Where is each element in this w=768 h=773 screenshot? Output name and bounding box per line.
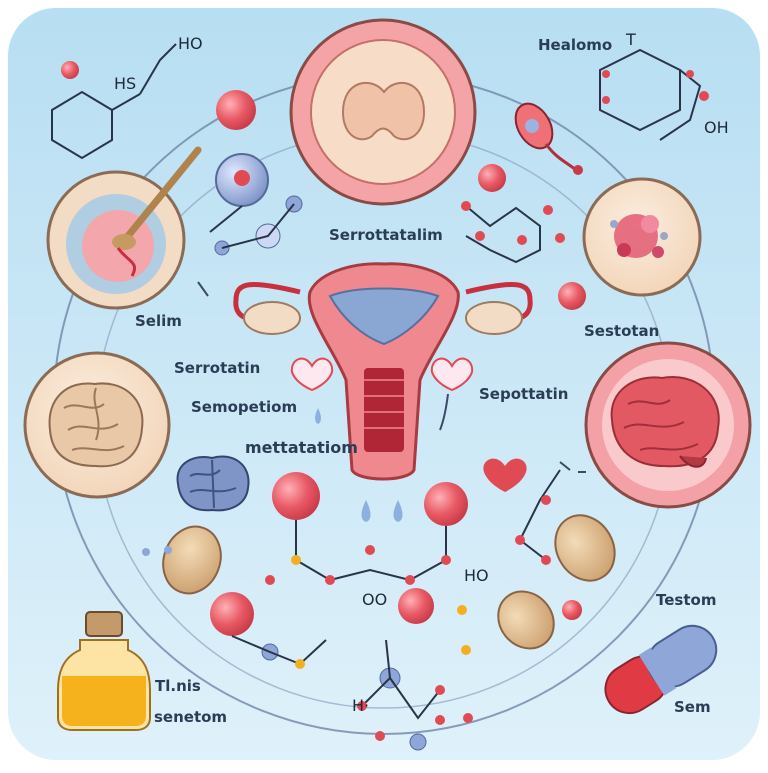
chem-h-bottom: H· bbox=[352, 696, 370, 715]
chem-t-top: T bbox=[626, 30, 636, 49]
flow-arrows bbox=[197, 281, 586, 473]
sperm-like-cell bbox=[514, 102, 583, 175]
label-serrottatalim: Serrottatalim bbox=[329, 226, 443, 244]
chem-ho-center: HO bbox=[464, 566, 489, 585]
label-sestotan: Sestotan bbox=[584, 322, 660, 340]
chem-ho-top: HO bbox=[178, 34, 203, 53]
capsule-pill bbox=[604, 624, 718, 715]
seed-pills bbox=[162, 514, 616, 650]
label-selim: Selim bbox=[135, 312, 182, 330]
label-sepottatin: Sepottatin bbox=[479, 385, 569, 403]
label-mettatatiom: mettatatiom bbox=[245, 438, 358, 457]
label-healomo: Healomo bbox=[538, 36, 613, 54]
small-brain-blue bbox=[176, 455, 250, 512]
chem-hs-top: HS bbox=[114, 74, 137, 93]
cell-circle-right bbox=[582, 177, 702, 297]
water-drops bbox=[315, 408, 403, 522]
chem-oo-center: OO bbox=[362, 590, 388, 609]
uterus-illustration bbox=[233, 262, 533, 481]
label-sem: Sem bbox=[674, 698, 711, 716]
label-tlnis: Tl.nis bbox=[155, 677, 201, 695]
top-organ-circle bbox=[289, 18, 477, 206]
brain-circle-right bbox=[584, 341, 752, 509]
red-molecule-spheres bbox=[61, 61, 586, 636]
label-semopetiom: Semopetiom bbox=[191, 398, 298, 416]
atom-dots bbox=[142, 70, 709, 741]
oil-bottle bbox=[57, 611, 151, 731]
spoon-tissue-circle bbox=[46, 146, 202, 310]
hearts bbox=[290, 357, 527, 492]
label-senetom: senetom bbox=[154, 708, 228, 726]
label-serrotatin: Serrotatin bbox=[174, 359, 261, 377]
label-testom: Testom bbox=[656, 591, 717, 609]
brain-circle-left bbox=[23, 351, 171, 499]
chem-oh-right: OH bbox=[704, 118, 729, 137]
